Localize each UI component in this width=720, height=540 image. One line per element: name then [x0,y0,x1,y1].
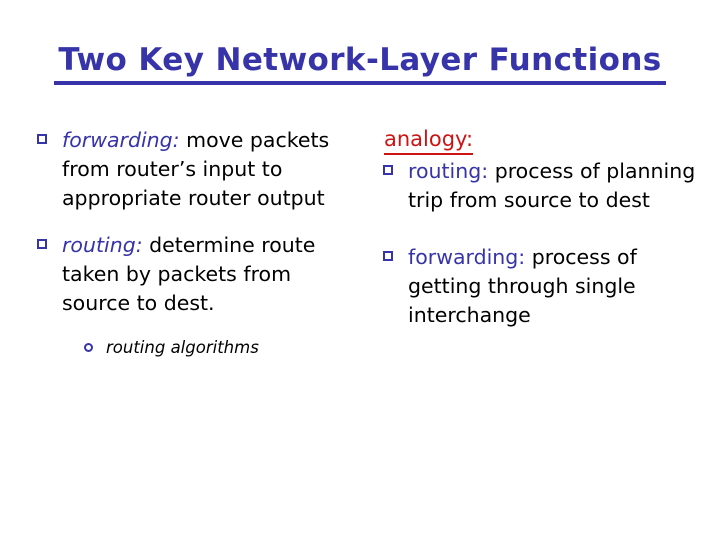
list-item: forwarding: move packets from router’s i… [34,126,364,213]
right-column: analogy: routing: process of planning tr… [380,126,700,358]
content-columns: forwarding: move packets from router’s i… [0,126,720,526]
list-item-term: forwarding: [62,128,180,152]
list-item-body: process of getting through single interc… [408,245,637,327]
square-bullet-icon [37,134,47,144]
square-bullet-icon [37,239,47,249]
list-item: routing: process of planning trip from s… [380,157,700,215]
list-item-term: routing: [408,159,489,183]
list-item-term: routing: [62,233,143,257]
square-bullet-icon [383,165,393,175]
title-block: Two Key Network-Layer Functions [0,42,720,85]
left-column: forwarding: move packets from router’s i… [34,126,364,359]
list-item-body: determine route taken by packets from so… [62,233,316,315]
list-item: forwarding: process of getting through s… [380,243,700,330]
list-item: routing: determine route taken by packet… [34,231,364,318]
list-item-term: forwarding: [408,245,526,269]
list-item-body: move packets from router’s input to appr… [62,128,330,210]
sub-list-item: routing algorithms [82,336,364,359]
sub-list-item-label: routing algorithms [106,338,259,357]
analogy-heading: analogy: [384,126,474,155]
square-bullet-icon [383,251,393,261]
circle-bullet-icon [84,343,93,352]
page-title: Two Key Network-Layer Functions [54,42,666,85]
list-item-body: process of planning trip from source to … [408,159,696,212]
